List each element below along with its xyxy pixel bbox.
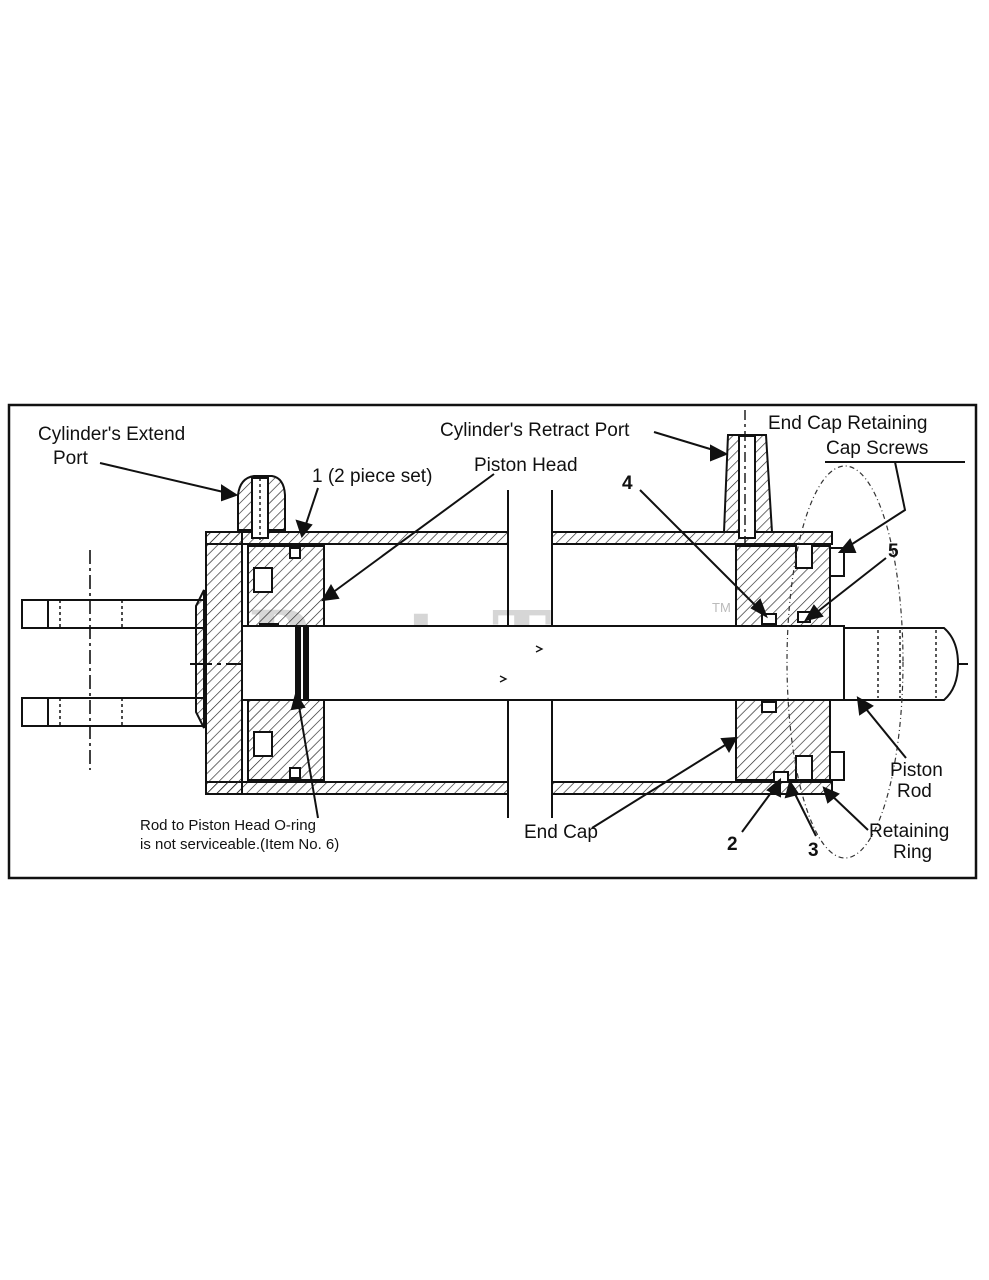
end-cap xyxy=(735,543,845,783)
label-item-4: 4 xyxy=(622,473,633,494)
label-item-1: 1 (2 piece set) xyxy=(312,466,432,487)
clevis-mount xyxy=(21,550,205,770)
label-end-cap-screws-1: End Cap Retaining xyxy=(768,413,928,434)
label-item-5: 5 xyxy=(888,541,899,562)
label-oring-note-2: is not serviceable.(Item No. 6) xyxy=(140,836,339,853)
label-retaining-ring-1: Retaining xyxy=(869,821,949,842)
watermark-tm: TM xyxy=(712,600,731,615)
leader-lines xyxy=(99,431,965,837)
label-end-cap-screws-2: Cap Screws xyxy=(826,438,928,459)
label-retaining-ring-2: Ring xyxy=(893,842,932,863)
label-piston-rod-1: Piston xyxy=(890,760,943,781)
label-piston-rod-2: Rod xyxy=(897,781,932,802)
cylinder-barrel xyxy=(205,490,833,818)
label-oring-note-1: Rod to Piston Head O-ring xyxy=(140,817,316,834)
label-end-cap: End Cap xyxy=(524,822,598,843)
label-item-2: 2 xyxy=(727,834,738,855)
diagram-frame xyxy=(7,403,978,880)
label-piston-head: Piston Head xyxy=(474,455,578,476)
label-retract-port: Cylinder's Retract Port xyxy=(440,420,630,441)
label-item-3: 3 xyxy=(808,840,819,861)
extend-port-fitting xyxy=(237,475,286,540)
label-extend-port-2: Port xyxy=(53,448,89,469)
piston-rod xyxy=(241,625,960,701)
label-extend-port-1: Cylinder's Extend xyxy=(38,424,185,445)
retaining-ring-highlight xyxy=(786,465,904,859)
retract-port-fitting xyxy=(722,410,774,545)
